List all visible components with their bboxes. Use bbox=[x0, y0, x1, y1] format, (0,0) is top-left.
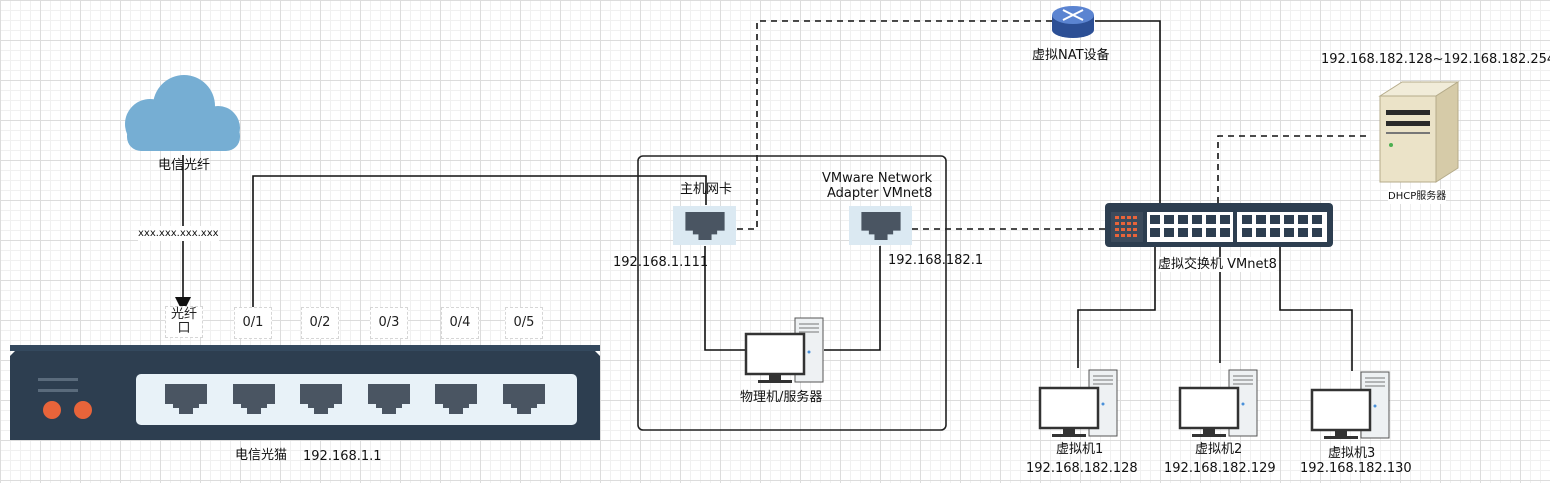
switch-port bbox=[1312, 215, 1322, 224]
switch-port bbox=[1298, 228, 1308, 237]
vm2-ip: 192.168.182.129 bbox=[1164, 461, 1276, 476]
dhcp-to-switch-link bbox=[1217, 135, 1368, 203]
vm1-name: 虚拟机1 bbox=[1056, 442, 1104, 457]
switch-port bbox=[1242, 215, 1252, 224]
switch-port bbox=[1178, 228, 1188, 237]
vmnet8-ip: 192.168.182.1 bbox=[888, 253, 984, 268]
modem-device bbox=[10, 345, 600, 440]
connections bbox=[175, 20, 1368, 371]
modem-port-label-0-4: 0/4 bbox=[441, 307, 479, 339]
host-machine-box bbox=[637, 155, 947, 431]
switch-port bbox=[1192, 215, 1202, 224]
physical-pc-label: 物理机/服务器 bbox=[740, 390, 823, 405]
dhcp-label: DHCP服务器 bbox=[1388, 189, 1447, 204]
cloud-label: 电信光纤 bbox=[158, 158, 211, 173]
switch-port bbox=[1178, 215, 1188, 224]
vm3-name: 虚拟机3 bbox=[1328, 446, 1376, 461]
modem-ip: 192.168.1.1 bbox=[303, 449, 382, 464]
switch-port bbox=[1150, 228, 1160, 237]
vmnet8-to-pc-link bbox=[824, 246, 881, 351]
host-nic-icon bbox=[673, 206, 736, 245]
public-ip-placeholder: xxx.xxx.xxx.xxx bbox=[138, 226, 219, 241]
switch-label: 虚拟交换机 VMnet8 bbox=[1158, 257, 1277, 272]
switch-port bbox=[1220, 215, 1230, 224]
switch-port bbox=[1256, 215, 1266, 224]
switch-port bbox=[1312, 228, 1322, 237]
modem-port-label-0-1: 0/1 bbox=[234, 307, 272, 339]
host-nic-ip: 192.168.1.111 bbox=[613, 255, 709, 270]
switch-port bbox=[1164, 228, 1174, 237]
switch-port bbox=[1270, 228, 1280, 237]
vm2-icon bbox=[1178, 369, 1258, 437]
switch-port bbox=[1284, 228, 1294, 237]
switch-port bbox=[1150, 215, 1160, 224]
switch-port bbox=[1206, 228, 1216, 237]
vmnet8-label-line1: VMware Network bbox=[822, 171, 933, 186]
switch-port bbox=[1164, 215, 1174, 224]
vm1-icon bbox=[1038, 369, 1118, 437]
modem-led-1 bbox=[43, 401, 61, 419]
switch-port bbox=[1256, 228, 1266, 237]
vmnet8-label-line2: Adapter VMnet8 bbox=[827, 186, 933, 201]
modem-led-2 bbox=[74, 401, 92, 419]
virtual-switch-icon bbox=[1105, 203, 1333, 247]
switch-port bbox=[1242, 228, 1252, 237]
vm3-ip: 192.168.182.130 bbox=[1300, 461, 1412, 476]
modem-port-label-0-3: 0/3 bbox=[370, 307, 408, 339]
vm3-icon bbox=[1310, 371, 1390, 439]
modem-port-label-fiber: 光纤 口 bbox=[165, 306, 203, 338]
host-nic-label: 主机网卡 bbox=[680, 182, 733, 197]
nat-label: 虚拟NAT设备 bbox=[1032, 48, 1110, 63]
switch-port bbox=[1220, 228, 1230, 237]
vmnet8-adapter-icon bbox=[849, 206, 912, 245]
physical-pc-icon bbox=[744, 317, 824, 383]
modem-to-host-nic-link bbox=[252, 175, 707, 310]
switch-port bbox=[1298, 215, 1308, 224]
modem-port-label-0-2: 0/2 bbox=[301, 307, 339, 339]
vm1-ip: 192.168.182.128 bbox=[1026, 461, 1138, 476]
modem-label: 电信光猫 bbox=[235, 448, 288, 463]
nat-to-switch-link bbox=[1095, 20, 1161, 203]
vm2-name: 虚拟机2 bbox=[1195, 442, 1243, 457]
dhcp-server-icon bbox=[1378, 81, 1460, 183]
switch-to-vm3-link bbox=[1279, 247, 1353, 371]
switch-to-vm1-link bbox=[1077, 247, 1156, 368]
dhcp-range: 192.168.182.128~192.168.182.254 bbox=[1321, 52, 1550, 67]
modem-port-label-0-5: 0/5 bbox=[505, 307, 543, 339]
switch-port bbox=[1284, 215, 1294, 224]
nic-to-pc-link bbox=[704, 246, 748, 351]
switch-port bbox=[1206, 215, 1216, 224]
cloud-icon bbox=[125, 75, 240, 151]
nat-router-icon bbox=[1052, 6, 1094, 38]
switch-port bbox=[1192, 228, 1202, 237]
nic-to-nat-link bbox=[737, 20, 1052, 230]
switch-port bbox=[1270, 215, 1280, 224]
